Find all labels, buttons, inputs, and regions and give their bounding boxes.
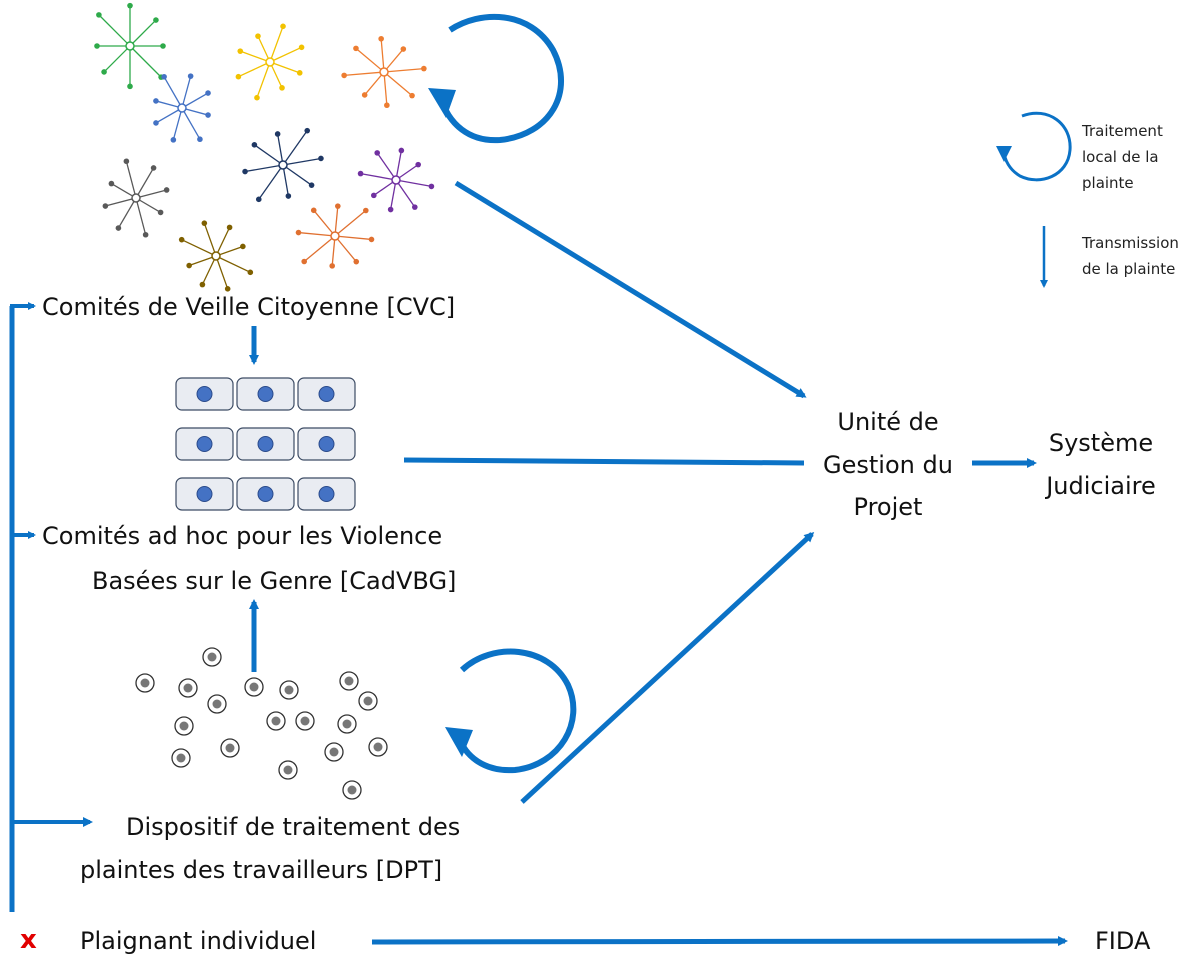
cadvbg-committee-cell xyxy=(175,477,234,511)
justice-label-line2: Judiciaire xyxy=(1046,472,1156,500)
ugp-label-line3: Projet xyxy=(853,493,923,521)
cvc-star-node xyxy=(341,35,427,109)
legend-loop-icon xyxy=(996,111,1072,182)
cvc-label: Comités de Veille Citoyenne [CVC] xyxy=(42,293,456,321)
dpt-label-line1: Dispositif de traitement des xyxy=(126,813,461,841)
legend-transmission-line2: de la plainte xyxy=(1082,260,1176,278)
dpt-worker-dot xyxy=(358,691,378,711)
dpt-worker-dot xyxy=(135,673,155,693)
legend-local-line3: plainte xyxy=(1082,174,1134,192)
dpt-worker-dot xyxy=(266,711,286,731)
arrow-cad-to-ugp xyxy=(403,457,805,466)
justice-label-line1: Système xyxy=(1048,429,1154,457)
legend-local-line1: Traitement xyxy=(1082,122,1163,140)
plaignant-cross-icon: x xyxy=(20,925,37,955)
plaignant-label: Plaignant individuel xyxy=(80,927,317,955)
cadvbg-committee-cell xyxy=(236,477,295,511)
cadvbg-label-line2: Basées sur le Genre [CadVBG] xyxy=(92,567,457,595)
cadvbg-committee-cell xyxy=(297,427,356,461)
ugp-label-line1: Unité de xyxy=(837,408,939,436)
legend-local-line2: local de la xyxy=(1082,148,1159,166)
legend-transmission-line1: Transmission xyxy=(1082,234,1179,252)
arrow-dpt-to-ugp xyxy=(520,531,815,804)
dpt-worker-dot xyxy=(295,711,315,731)
dpt-loop-arrow-icon xyxy=(445,648,577,774)
cadvbg-label-line1: Comités ad hoc pour les Violence xyxy=(42,522,443,550)
plaignant-distribution-spine xyxy=(9,302,93,912)
dpt-worker-dot xyxy=(207,694,227,714)
dpt-worker-dot xyxy=(174,716,194,736)
cadvbg-committee-cell xyxy=(175,427,234,461)
cvc-star-node xyxy=(102,158,170,238)
cvc-star-node xyxy=(235,23,305,101)
cadvbg-committee-cell xyxy=(236,427,295,461)
dpt-worker-dot xyxy=(339,671,359,691)
cvc-star-node xyxy=(153,73,211,143)
cvc-star-node xyxy=(295,203,375,269)
cadvbg-committee-cell xyxy=(297,377,356,411)
dpt-worker-dot xyxy=(337,714,357,734)
dpt-worker-dot xyxy=(324,742,344,762)
dpt-worker-dot xyxy=(342,780,362,800)
dpt-worker-dot xyxy=(178,678,198,698)
arrow-cvc-to-ugp xyxy=(454,180,807,399)
arrow-plaignant-to-fida xyxy=(371,936,1068,947)
ugp-label-line2: Gestion du xyxy=(823,451,953,479)
dpt-worker-dot xyxy=(220,738,240,758)
cvc-star-node xyxy=(94,2,166,90)
dpt-worker-dot xyxy=(202,647,222,667)
dpt-dots-icon xyxy=(135,647,388,800)
dpt-label-line2: plaintes des travailleurs [DPT] xyxy=(80,856,443,884)
cadvbg-committee-cell xyxy=(297,477,356,511)
dpt-worker-dot xyxy=(368,737,388,757)
cvc-star-node xyxy=(242,127,324,203)
cadvbg-committee-cell xyxy=(175,377,234,411)
cvc-loop-arrow-icon xyxy=(428,13,564,144)
dpt-worker-dot xyxy=(278,760,298,780)
dpt-worker-dot xyxy=(244,677,264,697)
cvc-network-icon xyxy=(94,2,435,292)
dpt-worker-dot xyxy=(171,748,191,768)
dpt-worker-dot xyxy=(279,680,299,700)
cvc-star-node xyxy=(357,147,435,213)
cadvbg-committee-cell xyxy=(236,377,295,411)
cvc-star-node xyxy=(178,220,254,292)
cadvbg-grid-icon xyxy=(175,377,356,511)
fida-label: FIDA xyxy=(1095,927,1151,955)
